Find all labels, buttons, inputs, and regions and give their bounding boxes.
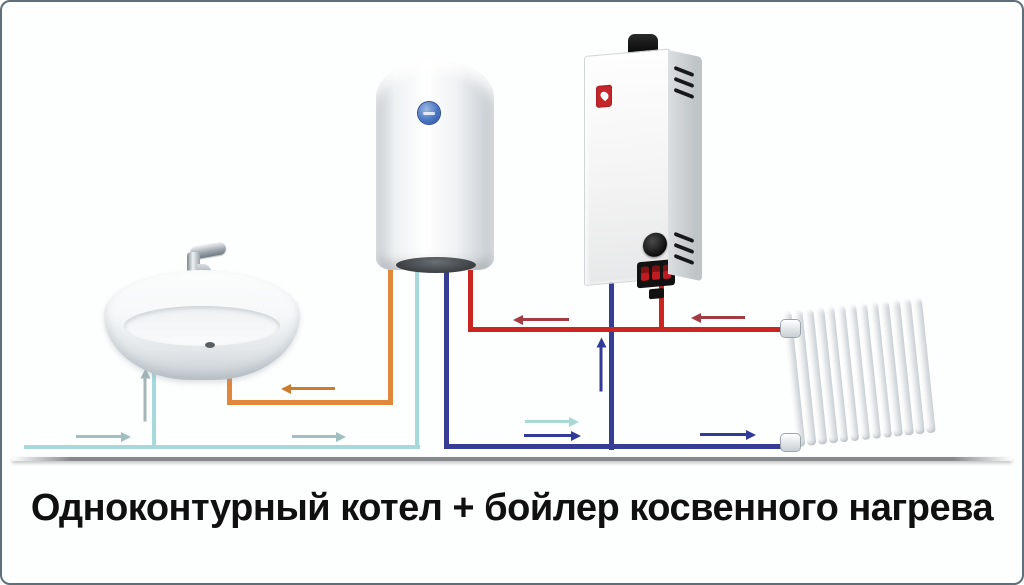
electric-boiler bbox=[580, 32, 706, 300]
section-divider bbox=[12, 457, 1012, 461]
thermostat-dial bbox=[643, 231, 667, 258]
vent-slat bbox=[673, 253, 695, 266]
arrow-cold-flow-2 bbox=[292, 435, 337, 438]
pipe-return-main bbox=[444, 444, 790, 449]
pipe-cold-riser-sink bbox=[152, 368, 156, 449]
diagram-caption: Одноконтурный котел + бойлер косвенного … bbox=[30, 487, 994, 529]
tank-bottom-rim bbox=[396, 257, 476, 273]
power-switch bbox=[652, 265, 660, 281]
arrow-supply-left-1 bbox=[522, 318, 569, 321]
arrow-cold-flow-1 bbox=[76, 435, 122, 438]
radiator-outlet-boss bbox=[781, 434, 800, 451]
vent-slat bbox=[673, 65, 695, 78]
pipe-hot-run bbox=[227, 400, 393, 405]
boiler-bottom-stub bbox=[649, 288, 664, 300]
vent-slat bbox=[673, 242, 695, 255]
arrow-supply-left-2 bbox=[700, 316, 745, 319]
boiler-front-panel bbox=[584, 48, 675, 300]
arrow-cold-float bbox=[525, 420, 570, 423]
pipe-cold-main bbox=[24, 445, 420, 449]
arrow-return-right-2 bbox=[700, 433, 747, 436]
radiator-tubes bbox=[781, 297, 936, 447]
arrow-return-up-boiler bbox=[599, 346, 603, 392]
pipe-hot-riser-tank bbox=[388, 264, 393, 405]
boiler-side-panel bbox=[668, 50, 702, 282]
radiator-inlet-boss bbox=[781, 320, 800, 337]
power-switch bbox=[641, 266, 649, 282]
pipe-supply-main bbox=[468, 327, 790, 332]
pipe-supply-riser-boiler bbox=[659, 278, 664, 332]
pipe-cold-riser-tank bbox=[415, 264, 419, 449]
sink-basin bbox=[104, 270, 300, 380]
sink-basin-inner bbox=[124, 306, 280, 346]
pipe-return-riser-boiler bbox=[609, 266, 614, 450]
vent-slat bbox=[673, 76, 695, 89]
flame-logo-icon bbox=[596, 84, 612, 108]
pipe-return-riser-tank bbox=[444, 264, 449, 449]
sink-assembly bbox=[102, 240, 302, 392]
overflow-hole bbox=[205, 342, 215, 348]
pipe-supply-riser-tank bbox=[468, 258, 473, 332]
brand-badge-icon bbox=[418, 102, 440, 124]
vent-slat bbox=[673, 231, 695, 244]
vent-slat bbox=[673, 87, 695, 100]
arrow-return-right-1 bbox=[524, 434, 572, 437]
water-heater-tank bbox=[376, 60, 494, 273]
pipe-hot-riser-sink bbox=[227, 364, 232, 405]
